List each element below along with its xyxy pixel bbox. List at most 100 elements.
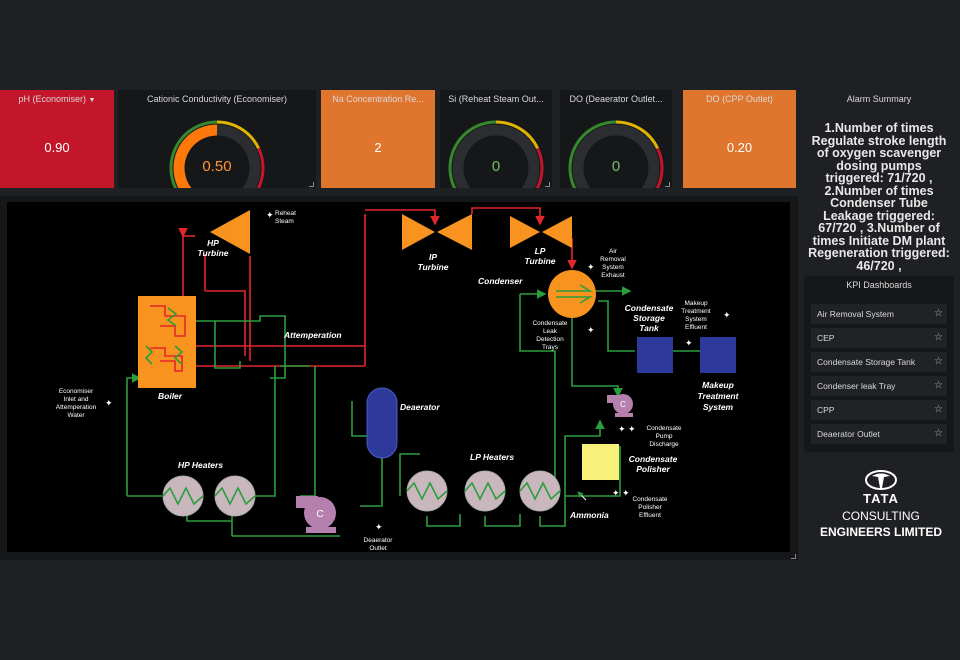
lp-turbine: [510, 216, 540, 248]
makeup-treatment-system: [700, 337, 736, 373]
svg-text:✦ ✦: ✦ ✦: [612, 488, 630, 498]
label-makeup-effluent: Makeup Treatment System Effluent: [681, 300, 711, 331]
svg-text:✦: ✦: [105, 398, 113, 408]
gauge-threshold-green: [169, 120, 218, 188]
boiler: [138, 296, 196, 388]
gauge-threshold-yellow: [615, 120, 659, 150]
logo-line1: CONSULTING: [842, 509, 920, 523]
star-icon[interactable]: ☆: [934, 356, 943, 367]
gauge-threshold-red: [655, 147, 664, 188]
gauge-track: [452, 124, 540, 188]
tata-logo-icon: [865, 470, 897, 490]
heaters: [162, 470, 561, 517]
label-polisher-effluent: Condensate Polisher Effluent: [632, 496, 668, 519]
company-logo: TATA CONSULTING ENGINEERS LIMITED: [806, 470, 956, 539]
gauge-threshold-green: [448, 120, 497, 188]
kpi-ph-economiser[interactable]: pH (Economiser) ▼ 0.90: [0, 90, 114, 188]
kpi-dashboards-panel: KPI Dashboards Air Removal System☆ CEP☆ …: [804, 276, 954, 452]
label-attemperation: Attemperation: [284, 330, 342, 340]
svg-text:✦: ✦: [587, 325, 595, 335]
label-hp-heaters: HP Heaters: [178, 460, 224, 470]
boiler-feed-pump: C: [296, 496, 336, 533]
dashboard-link-cep[interactable]: CEP☆: [811, 328, 947, 348]
panel-title[interactable]: pH (Economiser) ▼: [18, 94, 96, 104]
kpi-si-reheat[interactable]: Si (Reheat Steam Out... 0: [440, 90, 552, 188]
label-condensate-leak: Condensate Leak Detection Trays: [532, 320, 568, 351]
dashboard-link-condenser-leak[interactable]: Condenser leak Tray☆: [811, 376, 947, 396]
label-deaerator: Deaerator: [400, 402, 440, 412]
logo-line2: ENGINEERS LIMITED: [819, 525, 942, 539]
lp-turbine-b: [542, 216, 572, 248]
kpi-value: 0.90: [44, 140, 70, 155]
label-hp-turbine: HP Turbine: [197, 238, 229, 258]
label-reheat-steam: Reheat Steam: [275, 210, 296, 225]
label-makeup-system: Makeup Treatment System: [697, 380, 739, 412]
gauge-threshold-yellow: [495, 120, 539, 150]
ip-turbine-b: [437, 214, 472, 250]
svg-text:✦: ✦: [723, 310, 731, 320]
resize-handle[interactable]: [545, 182, 550, 187]
kpi-na-concentration[interactable]: Na Concentration Re... 2: [321, 90, 435, 188]
gauge: [448, 120, 544, 188]
chevron-down-icon[interactable]: ▼: [88, 97, 96, 104]
kpi-do-cpp-outlet[interactable]: DO (CPP Outlet) 0.20: [683, 90, 796, 188]
kpi-do-deaerator[interactable]: DO (Deaerator Outlet... 0: [560, 90, 672, 188]
svg-text:✦: ✦: [587, 262, 595, 272]
label-boiler: Boiler: [158, 391, 183, 401]
gauge: [169, 120, 265, 188]
condensate-polisher: [582, 444, 619, 480]
plant-diagram: C C ✦ ✦ ✦ ✦ ✦ ✦ ✦ ✦ ✦ ✦ ✦: [7, 202, 790, 552]
star-icon[interactable]: ☆: [934, 428, 943, 439]
panel-title: Alarm Summary: [846, 94, 912, 104]
star-icon[interactable]: ☆: [934, 332, 943, 343]
deaerator: [366, 387, 398, 459]
panel-title: DO (CPP Outlet): [706, 94, 773, 104]
svg-text:✦: ✦: [685, 338, 693, 348]
star-icon[interactable]: ☆: [934, 308, 943, 319]
gauge-threshold-red: [256, 147, 265, 188]
hp-turbine: [210, 210, 250, 254]
resize-handle[interactable]: [665, 182, 670, 187]
label-economiser-inlet: Economiser Inlet and Attemperation Water: [55, 388, 97, 419]
dashboard-link-condensate-storage[interactable]: Condensate Storage Tank☆: [811, 352, 947, 372]
panel-title: Na Concentration Re...: [332, 94, 424, 104]
svg-text:C: C: [316, 509, 323, 520]
svg-text:✦: ✦: [375, 522, 383, 532]
gauge-threshold-yellow: [216, 120, 260, 150]
ip-turbine: [402, 214, 435, 250]
label-pump-discharge: Condensate Pump Discharge: [646, 425, 682, 448]
condenser: [548, 270, 596, 318]
label-ammonia: Ammonia: [570, 510, 609, 520]
gauge-track: [572, 124, 660, 188]
process-diagram-panel: C C ✦ ✦ ✦ ✦ ✦ ✦ ✦ ✦ ✦ ✦ ✦ HP Turbine Reheat St…: [0, 196, 798, 560]
label-deaerator-outlet: Deaerator Outlet: [363, 537, 393, 552]
alarm-summary-panel[interactable]: Alarm Summary 1.Number of times Regulate…: [804, 90, 954, 272]
kpi-value: 0: [491, 158, 501, 175]
dashboard-link-air-removal[interactable]: Air Removal System☆: [811, 304, 947, 324]
gauge-fill: [173, 124, 218, 188]
dashboard-link-cpp[interactable]: CPP☆: [811, 400, 947, 420]
resize-handle[interactable]: [309, 182, 314, 187]
svg-text:✦ ✦: ✦ ✦: [618, 424, 636, 434]
dashboard-link-deaerator-outlet[interactable]: Deaerator Outlet☆: [811, 424, 947, 444]
kpi-value: 0.20: [726, 140, 753, 155]
label-condensate-polisher: Condensate Polisher: [628, 454, 678, 474]
gauge-threshold-green: [568, 120, 617, 188]
svg-text:✦: ✦: [266, 210, 274, 220]
condensate-storage-tank: [637, 337, 673, 373]
label-ip-turbine: IP Turbine: [417, 252, 449, 272]
label-condenser: Condenser: [478, 276, 523, 286]
label-condensate-storage: Condensate Storage Tank: [624, 303, 674, 333]
alarm-text: 1.Number of times Regulate stroke length…: [808, 121, 950, 273]
resize-handle[interactable]: [791, 554, 796, 559]
star-icon[interactable]: ☆: [934, 404, 943, 415]
gauge: [568, 120, 664, 188]
kpi-value: 0: [611, 158, 621, 175]
gauge-threshold-red: [535, 147, 544, 188]
kpi-value: 2: [374, 140, 382, 155]
kpi-value: 0.50: [202, 158, 232, 175]
label-lp-heaters: LP Heaters: [470, 452, 515, 462]
kpi-cationic-conductivity[interactable]: Cationic Conductivity (Economiser) 0.50: [118, 90, 316, 188]
star-icon[interactable]: ☆: [934, 380, 943, 391]
condensate-pump: C: [607, 394, 633, 417]
